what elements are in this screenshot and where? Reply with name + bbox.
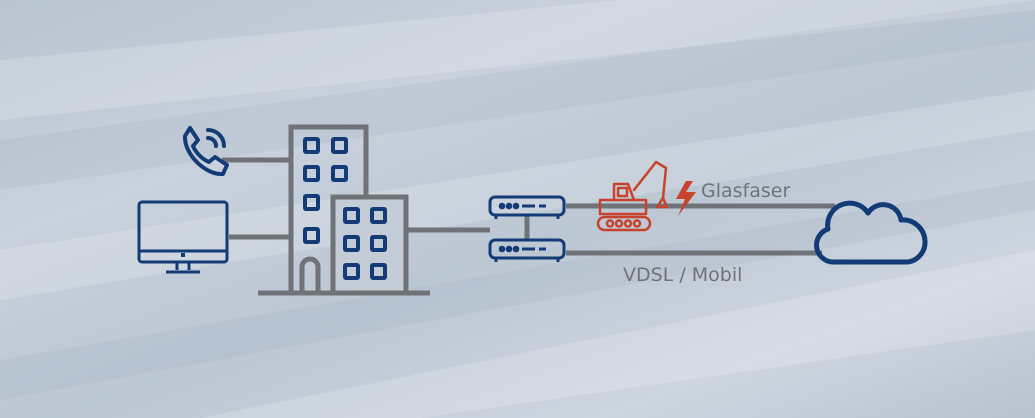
monitor-icon	[137, 200, 229, 274]
fiber-label: Glasfaser	[701, 180, 790, 202]
phone-icon	[183, 126, 229, 176]
excavator-icon	[596, 160, 669, 232]
router-icon	[488, 195, 566, 219]
vdsl-mobile-label: VDSL / Mobil	[623, 264, 742, 286]
lightning-bolt-icon	[676, 181, 696, 216]
cloud-icon	[814, 200, 928, 265]
connection-lines	[222, 157, 835, 256]
router-icon	[488, 238, 566, 262]
office-building-icon	[258, 124, 430, 296]
